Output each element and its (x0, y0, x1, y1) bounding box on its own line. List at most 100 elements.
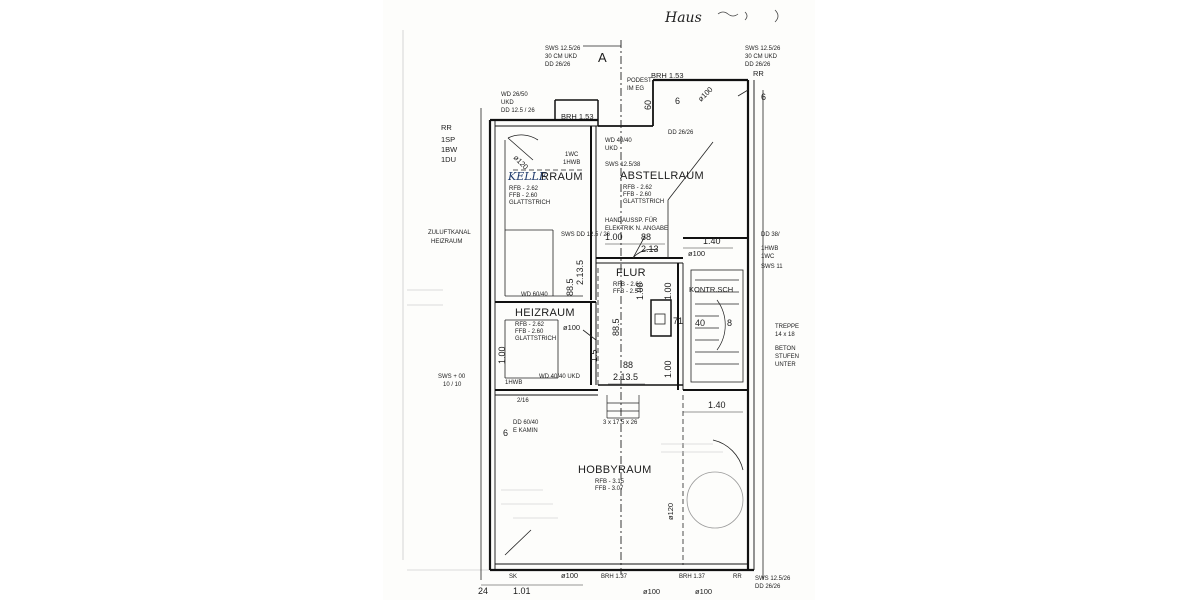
room-flur-label: FLUR (616, 267, 646, 279)
note-rr-bottom: RR (733, 574, 742, 580)
left-sws-1: SWS + 00 (438, 374, 466, 380)
dim-100-1: 1.00 (605, 232, 623, 242)
note-wd-6040: WD 60/40 (521, 292, 548, 298)
note-brh-bottom-2: BRH 1.37 (679, 574, 706, 580)
room-keller-handwritten: KELLE (507, 170, 547, 183)
note-hwb-right: 1HWB (761, 246, 778, 252)
dim-24: 24 (478, 586, 488, 596)
room-keller-ffb: FFB - 2.60 (509, 193, 538, 199)
note-dd-bottom: DD 26/26 (755, 584, 781, 590)
note-beton-2: STUFEN (775, 354, 799, 360)
guide-lines (513, 40, 684, 575)
note-sws-right: SWS 11 (761, 264, 783, 270)
note-wd-40: WD 40/40 (605, 138, 632, 144)
room-abstell-note: GLATTSTRICH (623, 199, 664, 205)
dim-2135b: 2.13.5 (613, 372, 638, 382)
dim-213a: 2.13 (641, 244, 659, 254)
note-dd-top-left: DD 26/26 (545, 62, 571, 68)
note-beton-1: BETON (775, 346, 796, 352)
dim-88b: 88 (623, 360, 633, 370)
room-hobby-rfb: RFB - 3.15 (595, 479, 625, 485)
dim-885: 88.5 (565, 278, 575, 296)
note-ukd-upper: UKD (501, 100, 514, 106)
note-sws-top-right: SWS 12.5/26 (745, 46, 781, 52)
dim-60: 60 (643, 100, 653, 110)
left-rr: RR (441, 123, 452, 132)
dim-100d: 1.00 (663, 282, 673, 300)
room-keller-note: GLATTSTRICH (509, 200, 550, 206)
note-elektrik: ELEKTRIK N. ANGABE (605, 226, 668, 232)
dim-100j: 1.00 (497, 346, 507, 364)
room-abstell-rfb: RFB - 2.62 (623, 185, 653, 191)
dim-100e: ø100 (563, 323, 580, 332)
dimension-lines (481, 243, 743, 586)
dim-885b: 88.5 (611, 318, 621, 336)
note-sws-mid: SWS 12.5/38 (605, 162, 641, 168)
header-scribbles (717, 9, 779, 23)
dim-15: 1.5 (589, 349, 599, 362)
note-dd-216: 2/16 (517, 398, 529, 404)
note-stairs: 3 x 17.5 x 26 (603, 420, 638, 426)
note-treppe-2: 14 x 18 (775, 332, 795, 338)
dim-120b: ø120 (666, 503, 675, 520)
dim-140a: 1.40 (703, 236, 721, 246)
room-heiz-rfb: RFB - 2.62 (515, 322, 545, 328)
room-hobby-ffb: FFB - 3.07 (595, 486, 624, 492)
scan-artifacts (402, 30, 493, 571)
note-handauss: HANDAUSSP. FÜR (605, 217, 658, 224)
dim-101: 1.01 (513, 586, 531, 596)
note-sk: SK (509, 574, 517, 580)
dim-100g: ø100 (561, 571, 578, 580)
note-ukd-40: UKD (605, 146, 618, 152)
note-podest-1: PODEST (627, 78, 652, 84)
left-sp: 1SP (441, 135, 455, 144)
dim-8: 8 (727, 318, 732, 328)
note-brh-top: BRH 1.53 (651, 71, 684, 80)
note-wd-4040: WD 40/40 UKD (539, 374, 581, 380)
outer-walls (480, 78, 764, 580)
note-kamin: E KAMIN (513, 428, 538, 434)
dimension-labels: 60 6 6 ø100 ø120 1.00 88 2.13 1.40 ø100 … (478, 85, 766, 596)
room-abstell-label: ABSTELLRAUM (620, 170, 704, 182)
room-abstell-ffb: FFB - 2.60 (623, 192, 652, 198)
room-flur-ffb: FFB - 2.54 (613, 289, 642, 295)
room-keller-label: RRAUM (541, 171, 583, 183)
note-wc-hwb: 1WC (565, 152, 579, 158)
note-wd-mid: SWS DD 12.5 / 26 (561, 232, 611, 238)
faint-stamps (501, 443, 723, 519)
note-treppe-1: TREPPE (775, 324, 799, 330)
note-hwb-lower: 1HWB (505, 380, 522, 386)
room-kontr-label: KONTR.SCH (689, 285, 733, 294)
note-dd-top-right: DD 26/26 (745, 62, 771, 68)
dim-100f: 1.00 (663, 360, 673, 378)
left-zuluft-2: HEIZRAUM (431, 239, 462, 245)
door-swings (504, 89, 749, 556)
note-dd-right: DD 38/ (761, 232, 780, 238)
dim-40: 40 (695, 318, 705, 328)
room-heiz-label: HEIZRAUM (515, 307, 575, 319)
note-sws-top-left: SWS 12.5/26 (545, 46, 581, 52)
dim-100c: 1.00 (635, 282, 645, 300)
room-flur-rfb: RFB - 2.62 (613, 282, 643, 288)
left-zuluft-1: ZULUFTKANAL (428, 230, 471, 236)
floor-plan-drawing: Haus (402, 9, 799, 596)
floor-plan-sheet: Haus (383, 0, 815, 600)
dim-6b: 6 (761, 92, 766, 102)
room-hobby-label: HOBBYRAUM (578, 464, 652, 476)
left-bw: 1BW (441, 145, 458, 154)
left-sws-2: 10 / 10 (443, 382, 462, 388)
dim-6a: 6 (675, 96, 680, 106)
note-brh-bottom-1: BRH 1.37 (601, 574, 628, 580)
note-beton-3: UNTER (775, 362, 796, 368)
room-keller-rfb: RFB - 2.62 (509, 186, 539, 192)
left-du: 1DU (441, 155, 456, 164)
dim-100h: ø100 (643, 587, 660, 596)
note-ukd-top-right: 30 CM UKD (745, 54, 778, 60)
note-ukd-top-left: 30 CM UKD (545, 54, 578, 60)
header-handwriting: Haus (664, 10, 702, 26)
dim-140b: 1.40 (708, 400, 726, 410)
room-heiz-note: GLATTSTRICH (515, 336, 556, 342)
dim-2135: 2.13.5 (575, 260, 585, 285)
note-brh-mid: BRH 1.53 (561, 112, 594, 121)
interior-walls (495, 126, 748, 396)
